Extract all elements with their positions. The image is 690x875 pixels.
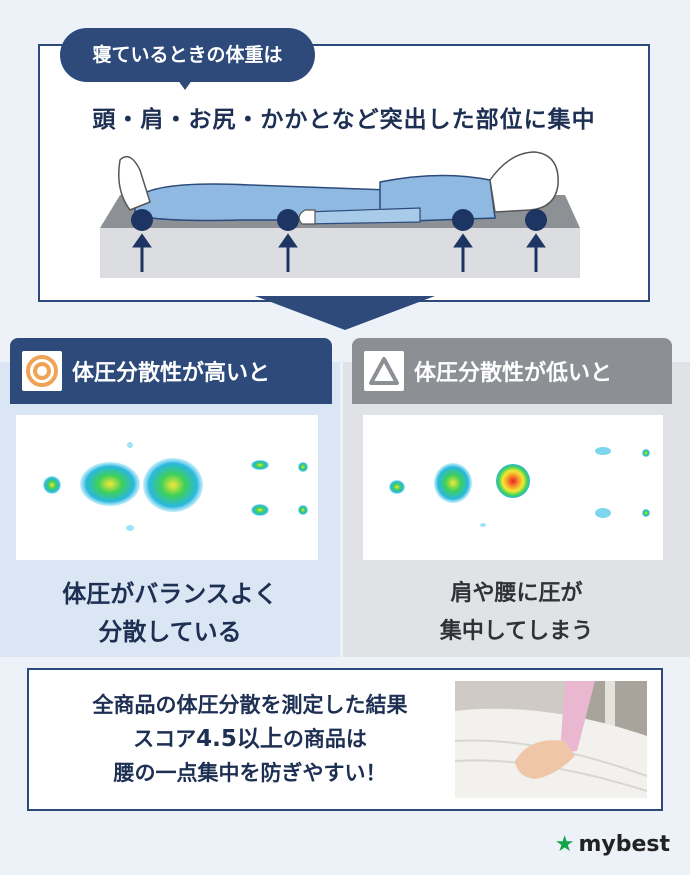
logo-text: mybest [578, 832, 670, 857]
upward-arrows [132, 233, 546, 272]
bubble-text: 寝ているときの体重は [92, 44, 283, 66]
result-line: 全商品の体圧分散を測定した結果 [92, 693, 408, 717]
high-dispersion-tab: 体圧分散性が高いと [10, 338, 332, 404]
headline: 頭・肩・お尻・かかとなど突出した部位に集中 [92, 107, 596, 133]
double-circle-icon [22, 351, 62, 391]
caption-line: 集中してしまう [439, 619, 594, 644]
result-line: 腰の一点集中を防ぎやすい！ [113, 761, 387, 785]
bubble-tail [175, 76, 195, 90]
mattress-side [100, 228, 580, 278]
pressure-heatmap-even [16, 415, 318, 560]
high-dispersion-caption: 体圧がバランスよく 分散している [0, 575, 340, 651]
pressure-point-head [525, 209, 547, 231]
tab-label-high: 体圧分散性が高いと [72, 361, 271, 386]
speech-bubble: 寝ているときの体重は [60, 28, 315, 82]
pressure-point-heel [131, 209, 153, 231]
caption-line: 体圧がバランスよく [62, 580, 278, 608]
hand [298, 209, 316, 225]
tab-label-low: 体圧分散性が低いと [414, 361, 613, 386]
pressure-point-hip [277, 209, 299, 231]
mybest-logo: ★ mybest [555, 832, 670, 857]
result-text: 全商品の体圧分散を測定した結果 スコア4.5以上の商品は 腰の一点集中を防ぎやす… [40, 688, 460, 790]
caption-line: 分散している [98, 618, 242, 646]
result-line: スコア4.5以上の商品は [133, 726, 367, 752]
feet [118, 155, 151, 211]
pressure-point-shoulder [452, 209, 474, 231]
star-icon: ★ [554, 832, 575, 857]
score-highlight: 4.5以上 [196, 726, 283, 752]
triangle-icon [364, 351, 404, 391]
caption-line: 肩や腰に圧が [450, 581, 583, 606]
head [489, 151, 559, 213]
down-arrow-icon [255, 296, 435, 330]
pressure-heatmap-concentrated [363, 415, 663, 560]
low-dispersion-caption: 肩や腰に圧が 集中してしまう [343, 575, 690, 651]
low-dispersion-tab: 体圧分散性が低いと [352, 338, 672, 404]
mattress-photo [455, 681, 647, 798]
lying-person-illustration [100, 151, 580, 278]
